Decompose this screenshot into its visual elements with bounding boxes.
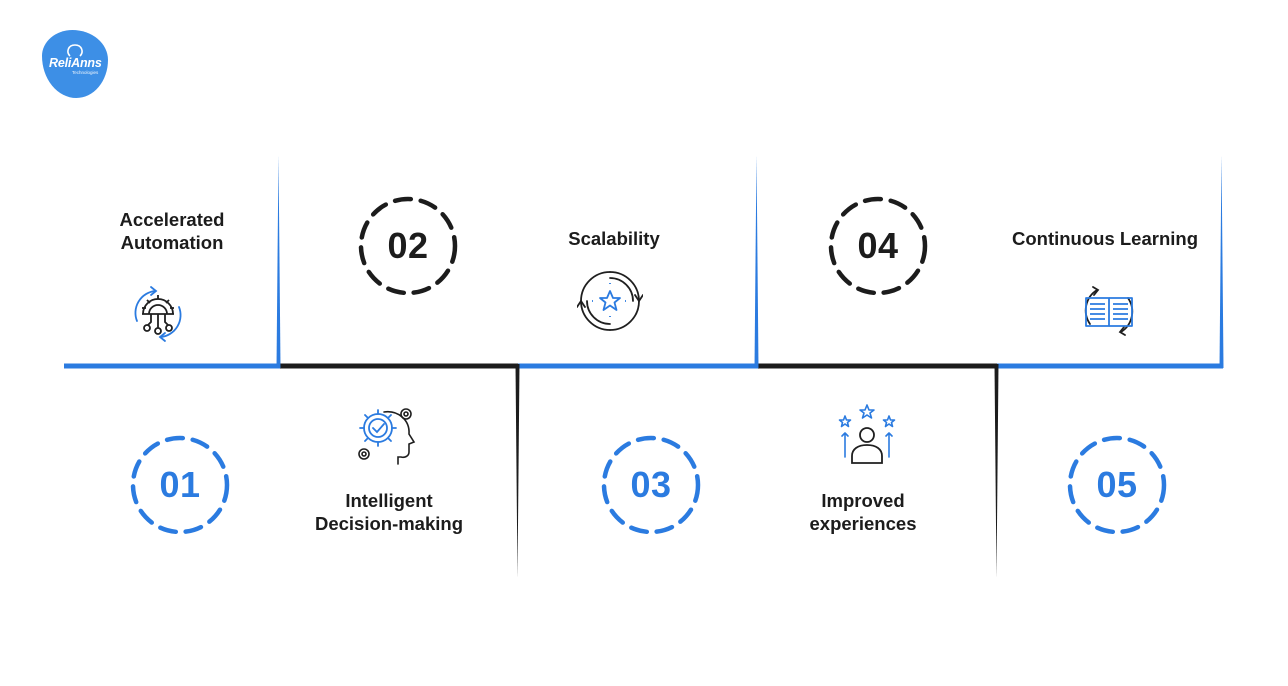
vertical-down-1 <box>515 364 520 578</box>
step-05-label: Continuous Learning <box>997 227 1213 250</box>
step-02-number: 02 <box>387 225 429 266</box>
vertical-up-1 <box>276 155 281 368</box>
vertical-up-2 <box>754 155 759 368</box>
book-cycle-icon <box>1084 286 1134 336</box>
gear-automation-icon <box>134 286 182 342</box>
ai-brain-gears-icon <box>358 408 416 465</box>
step-03-number: 03 <box>630 464 672 505</box>
step-04-label-line1: Improved <box>821 490 905 511</box>
dashed-circle-icon <box>601 435 701 535</box>
step-02-label-line1: Intelligent <box>345 490 433 511</box>
logo-wordmark: ReliAnns <box>49 56 102 70</box>
dashed-circle-icon <box>1067 435 1167 535</box>
step-01-label: Accelerated Automation <box>64 208 280 254</box>
step-01-label-line2: Automation <box>120 232 224 253</box>
step-05-label-line1: Continuous Learning <box>1011 228 1198 249</box>
step-04-number: 04 <box>857 225 899 266</box>
step-02-label-line2: Decision-making <box>314 513 464 534</box>
step-04-number-badge: 04 <box>828 196 928 296</box>
dashed-circle-icon <box>130 435 230 535</box>
step-05-number: 05 <box>1096 464 1138 505</box>
step-02-number-badge: 02 <box>358 196 458 296</box>
logo-subtitle: Technologies <box>72 70 99 75</box>
dashed-circle-icon <box>828 196 928 296</box>
lightbulb-icon <box>67 44 83 57</box>
vertical-down-2 <box>994 364 999 578</box>
dashed-circle-icon <box>358 196 458 296</box>
step-01-label-line1: Accelerated <box>119 209 225 230</box>
step-04-label-line2: experiences <box>809 513 917 534</box>
step-05-number-badge: 05 <box>1067 435 1167 535</box>
company-logo[interactable]: ReliAnns Technologies <box>42 30 108 98</box>
step-03-number-badge: 03 <box>601 435 701 535</box>
vertical-up-3 <box>1219 155 1224 368</box>
step-04-label: Improved experiences <box>758 489 968 535</box>
step-03-label: Scalability <box>520 227 708 250</box>
step-02-label: Intelligent Decision-making <box>280 489 498 535</box>
step-03-label-line1: Scalability <box>568 228 660 249</box>
step-01-number: 01 <box>159 464 201 505</box>
user-stars-icon <box>838 404 896 464</box>
step-01-number-badge: 01 <box>130 435 230 535</box>
scalability-star-cycle-icon <box>577 271 643 331</box>
